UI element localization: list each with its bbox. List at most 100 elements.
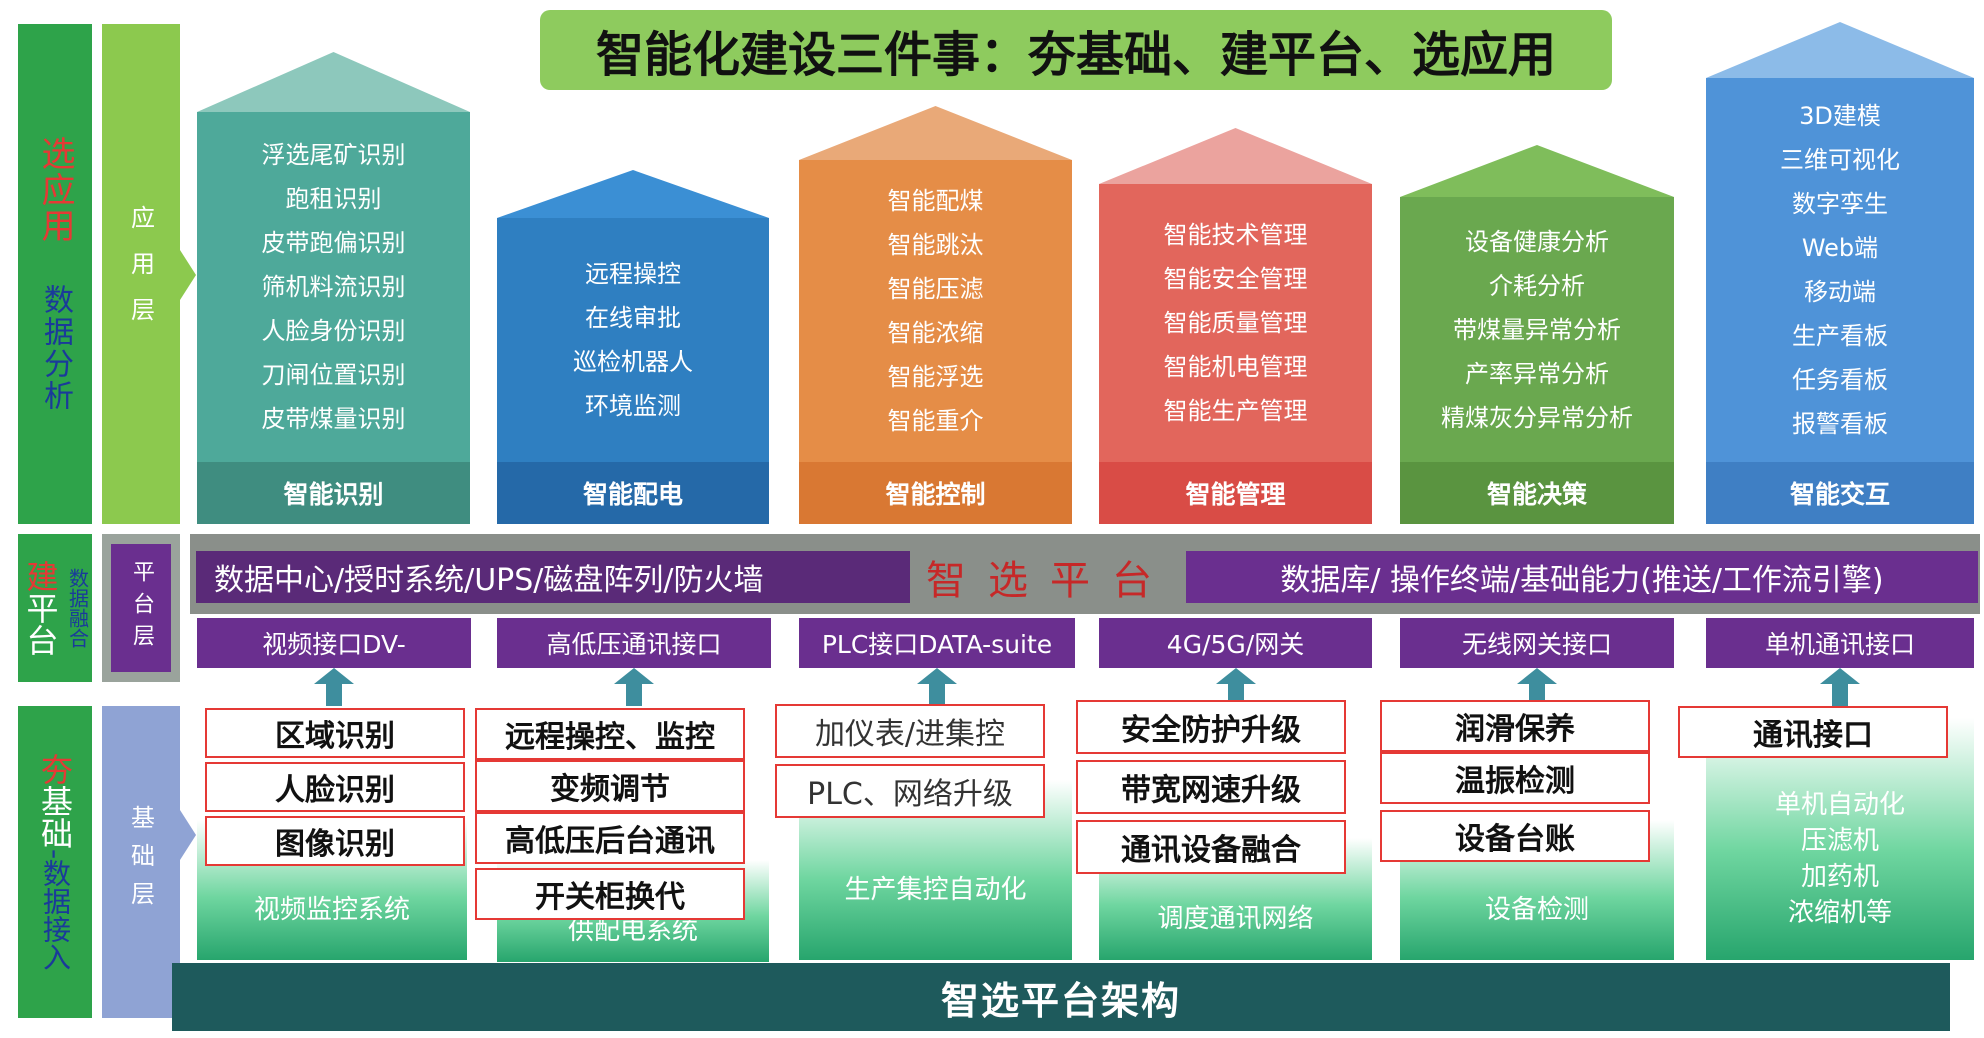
house-3: 智能配煤智能跳汰智能压滤智能浓缩智能浮选智能重介智能控制 <box>799 106 1072 524</box>
house-item: 智能跳汰 <box>887 231 984 259</box>
house-roof <box>1400 145 1674 197</box>
house-item: 人脸身份识别 <box>261 317 406 345</box>
house-roof <box>197 52 470 112</box>
house-item: 设备健康分析 <box>1465 227 1609 256</box>
platform-center-title: 智选平台 <box>926 558 1174 604</box>
house-roof <box>799 106 1072 160</box>
house-item: 智能生产管理 <box>1163 397 1308 425</box>
base-system-label: 单机自动化 压滤机 加药机 浓缩机等 <box>1706 718 1974 960</box>
house-1: 浮选尾矿识别跑租识别皮带跑偏识别筛机料流识别人脸身份识别刀闸位置识别皮带煤量识别… <box>197 52 470 524</box>
base-layer-pointer <box>180 810 196 860</box>
house-body: 智能配煤智能跳汰智能压滤智能浓缩智能浮选智能重介 <box>799 160 1072 462</box>
house-body: 远程操控在线审批巡检机器人环境监测 <box>497 218 769 462</box>
capability-box: 远程操控、监控 <box>475 708 745 760</box>
house-item: Web端 <box>1801 234 1879 262</box>
house-body: 浮选尾矿识别跑租识别皮带跑偏识别筛机料流识别人脸身份识别刀闸位置识别皮带煤量识别 <box>197 112 470 462</box>
capability-box: 人脸识别 <box>205 762 465 812</box>
house-item: 皮带煤量识别 <box>261 405 406 433</box>
app-label-red: 选 <box>35 136 75 172</box>
base-label-sub: -数据接入 <box>39 848 72 972</box>
interface-label: 4G/5G/网关 <box>1099 618 1372 668</box>
platform-right-text: 数据库/ 操作终端/基础能力(推送/工作流引擎) <box>1186 551 1978 603</box>
capability-box: 高低压后台通讯 <box>475 812 745 864</box>
house-item: 智能浮选 <box>887 363 984 391</box>
house-item: 智能浓缩 <box>887 319 984 347</box>
house-footer-label: 智能识别 <box>197 462 470 524</box>
house-item: 数字孪生 <box>1792 190 1888 218</box>
house-item: 智能配煤 <box>887 187 984 215</box>
house-5: 设备健康分析介耗分析带煤量异常分析产率异常分析精煤灰分异常分析智能决策 <box>1400 145 1674 524</box>
page-title: 智能化建设三件事：夯基础、建平台、选应用 <box>540 10 1612 90</box>
house-body: 智能技术管理智能安全管理智能质量管理智能机电管理智能生产管理 <box>1099 184 1372 462</box>
capability-box: 开关柜换代 <box>475 868 745 920</box>
interface-label: PLC接口DATA-suite <box>799 618 1075 668</box>
app-layer-label: 选应用 数据分析 <box>18 24 92 524</box>
up-arrow-icon <box>1517 668 1557 706</box>
house-item: 3D建模 <box>1799 102 1881 130</box>
house-item: 智能技术管理 <box>1163 221 1308 249</box>
up-arrow-icon <box>1215 668 1256 706</box>
house-item: 三维可视化 <box>1780 146 1900 174</box>
house-item: 环境监测 <box>585 392 681 420</box>
architecture-footer: 智选平台架构 <box>172 963 1950 1031</box>
house-item: 带煤量异常分析 <box>1453 315 1621 344</box>
up-arrow-icon <box>917 668 957 706</box>
house-item: 智能安全管理 <box>1163 265 1308 293</box>
capability-box: 区域识别 <box>205 708 465 758</box>
house-item: 筛机料流识别 <box>261 273 406 301</box>
base-layer-col2: 基础层 <box>102 706 180 1018</box>
app-layer-name: 应用层 <box>126 205 155 343</box>
house-item: 跑租识别 <box>285 185 382 213</box>
up-arrow-icon <box>614 668 654 706</box>
plat-label-rest: 平台 <box>21 592 60 656</box>
capability-box: PLC、网络升级 <box>775 764 1045 818</box>
app-layer-col2: 应用层 <box>102 24 180 524</box>
base-layer-name: 基础层 <box>126 805 155 919</box>
base-layer-label: 夯基础 -数据接入 <box>18 706 92 1018</box>
plat-layer-col2: 平台层 <box>102 534 180 682</box>
plat-label-red: 建 <box>21 560 60 592</box>
capability-box: 通讯设备融合 <box>1076 820 1346 874</box>
house-roof <box>1706 22 1974 78</box>
platform-left-text: 数据中心/授时系统/UPS/磁盘阵列/防火墙 <box>196 551 910 603</box>
capability-box: 加仪表/进集控 <box>775 704 1045 758</box>
house-item: 巡检机器人 <box>573 348 693 376</box>
plat-layer-name: 平台层 <box>129 560 154 656</box>
base-label-red: 夯 <box>36 752 74 785</box>
interface-label: 高低压通讯接口 <box>497 618 771 668</box>
house-body: 设备健康分析介耗分析带煤量异常分析产率异常分析精煤灰分异常分析 <box>1400 197 1674 462</box>
house-item: 远程操控 <box>585 260 681 288</box>
house-item: 精煤灰分异常分析 <box>1441 403 1633 432</box>
capability-box: 温振检测 <box>1380 752 1650 804</box>
house-footer-label: 智能决策 <box>1400 462 1674 524</box>
house-item: 浮选尾矿识别 <box>261 141 406 169</box>
plat-label-sub: 数据融合 <box>65 568 90 648</box>
plat-layer-label: 建平台 数据融合 <box>18 534 92 682</box>
house-item: 智能质量管理 <box>1163 309 1308 337</box>
app-label-rest: 应用 <box>35 172 75 244</box>
house-footer-label: 智能管理 <box>1099 462 1372 524</box>
house-item: 产率异常分析 <box>1465 359 1609 388</box>
capability-box: 设备台账 <box>1380 810 1650 862</box>
house-item: 在线审批 <box>585 304 681 332</box>
house-roof <box>1099 128 1372 184</box>
app-layer-pointer <box>180 250 196 300</box>
interface-label: 单机通讯接口 <box>1706 618 1974 668</box>
house-item: 智能压滤 <box>887 275 984 303</box>
capability-box: 图像识别 <box>205 816 465 866</box>
house-item: 介耗分析 <box>1489 271 1585 300</box>
house-item: 皮带跑偏识别 <box>261 229 406 257</box>
capability-box: 安全防护升级 <box>1076 700 1346 754</box>
capability-box: 润滑保养 <box>1380 700 1650 752</box>
capability-box: 带宽网速升级 <box>1076 760 1346 814</box>
up-arrow-icon <box>1820 668 1860 706</box>
house-footer-label: 智能控制 <box>799 462 1072 524</box>
house-item: 任务看板 <box>1792 366 1888 394</box>
house-footer-label: 智能配电 <box>497 462 769 524</box>
house-2: 远程操控在线审批巡检机器人环境监测智能配电 <box>497 170 769 524</box>
house-item: 智能重介 <box>887 407 984 435</box>
interface-label: 视频接口DV- <box>197 618 471 668</box>
house-item: 报警看板 <box>1792 410 1888 438</box>
